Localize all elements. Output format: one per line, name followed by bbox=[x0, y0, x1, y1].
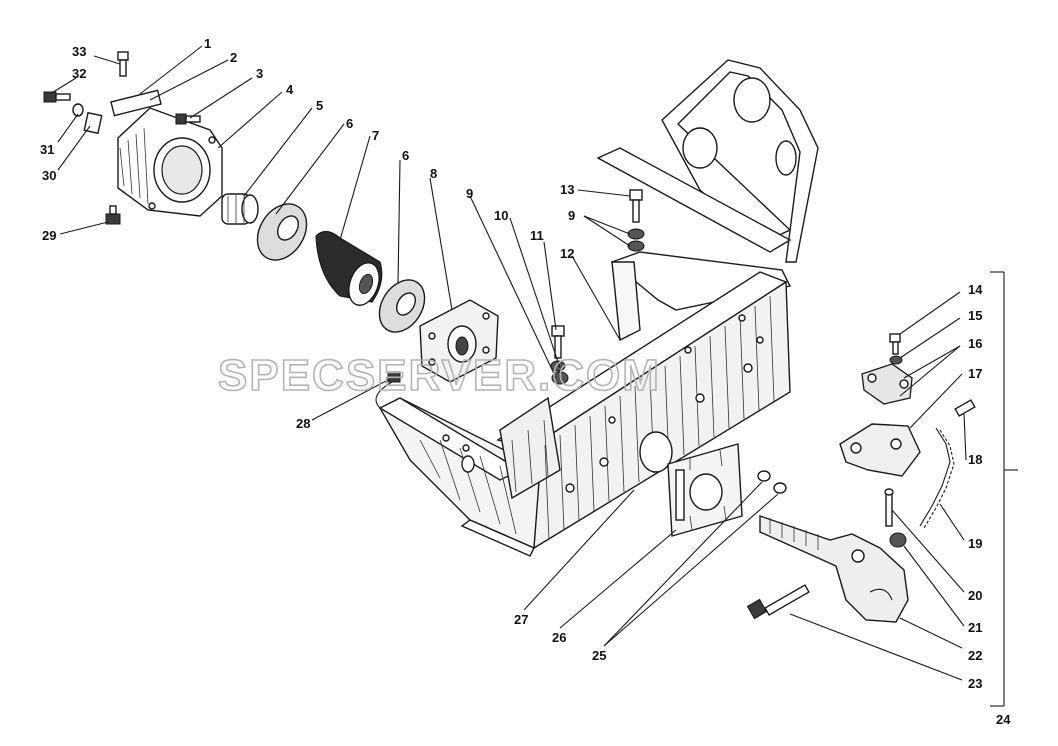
pin-20 bbox=[884, 488, 894, 527]
bracket-17 bbox=[839, 423, 921, 477]
part-label-14: 14 bbox=[968, 282, 983, 297]
part-label-1: 1 bbox=[204, 36, 211, 51]
nut-9b bbox=[627, 228, 645, 252]
washer-21 bbox=[889, 532, 907, 548]
bolt-13 bbox=[629, 189, 643, 223]
part-label-21: 21 bbox=[968, 620, 982, 635]
seal-6a bbox=[256, 203, 308, 261]
part-label-31: 31 bbox=[40, 142, 54, 157]
part-label-10: 10 bbox=[494, 208, 508, 223]
housing-4 bbox=[110, 89, 223, 217]
nuts-25 bbox=[757, 470, 787, 494]
fitting-29 bbox=[105, 205, 121, 225]
part-label-27: 27 bbox=[514, 612, 528, 627]
group-bracket-24 bbox=[990, 271, 1018, 707]
plate-26 bbox=[667, 443, 743, 537]
part-label-30: 30 bbox=[42, 168, 56, 183]
part-label-15: 15 bbox=[968, 308, 982, 323]
watermark-text: SPECSERVER.COM bbox=[218, 351, 661, 400]
part-label-19: 19 bbox=[968, 536, 982, 551]
bolt-3 bbox=[175, 113, 201, 125]
part-label-5: 5 bbox=[316, 98, 323, 113]
part-label-6-lower: 6 bbox=[402, 148, 409, 163]
bolt-33 bbox=[117, 51, 129, 77]
part-label-26: 26 bbox=[552, 630, 566, 645]
washer-31 bbox=[72, 103, 84, 117]
bolt-23 bbox=[746, 584, 810, 620]
part-label-33: 33 bbox=[72, 44, 86, 59]
fitting-28 bbox=[375, 371, 401, 409]
part-label-12: 12 bbox=[560, 246, 574, 261]
chain-19 bbox=[919, 427, 955, 529]
part-label-9-right: 9 bbox=[568, 208, 575, 223]
part-label-7: 7 bbox=[372, 128, 379, 143]
part-label-23: 23 bbox=[968, 676, 982, 691]
leader-lines bbox=[49, 45, 967, 681]
part-label-22: 22 bbox=[968, 648, 982, 663]
part-label-16: 16 bbox=[968, 336, 982, 351]
part-label-3: 3 bbox=[256, 66, 263, 81]
nut-15 bbox=[889, 355, 903, 365]
nut-9a bbox=[551, 371, 569, 385]
bolt-14 bbox=[889, 333, 901, 355]
part-label-29: 29 bbox=[42, 228, 56, 243]
part-label-25: 25 bbox=[592, 648, 606, 663]
part-label-13: 13 bbox=[560, 182, 574, 197]
mounting-plate bbox=[596, 59, 819, 263]
clamp-16 bbox=[861, 363, 913, 405]
hook-arm-22 bbox=[759, 515, 909, 623]
part-label-28: 28 bbox=[296, 416, 310, 431]
part-number-labels: 33 1 2 32 3 4 5 6 7 31 30 6 8 9 10 13 9 … bbox=[40, 36, 1011, 727]
part-label-8: 8 bbox=[430, 166, 437, 181]
bushing-7 bbox=[315, 230, 383, 306]
pin-18 bbox=[954, 399, 976, 417]
part-label-32: 32 bbox=[72, 66, 86, 81]
part-label-4: 4 bbox=[286, 82, 294, 97]
part-label-11: 11 bbox=[530, 228, 544, 243]
bolt-11 bbox=[551, 325, 565, 359]
bearing-5 bbox=[221, 193, 259, 225]
main-frame bbox=[378, 251, 792, 557]
part-label-20: 20 bbox=[968, 588, 982, 603]
part-label-2: 2 bbox=[230, 50, 237, 65]
part-label-24: 24 bbox=[996, 712, 1011, 727]
seal-6b bbox=[378, 279, 426, 333]
part-label-9-left: 9 bbox=[466, 186, 473, 201]
part-label-17: 17 bbox=[968, 366, 982, 381]
part-label-18: 18 bbox=[968, 452, 982, 467]
part-label-6-upper: 6 bbox=[346, 116, 353, 131]
bolt-32 bbox=[43, 91, 71, 103]
flange-housing-8 bbox=[419, 299, 499, 383]
